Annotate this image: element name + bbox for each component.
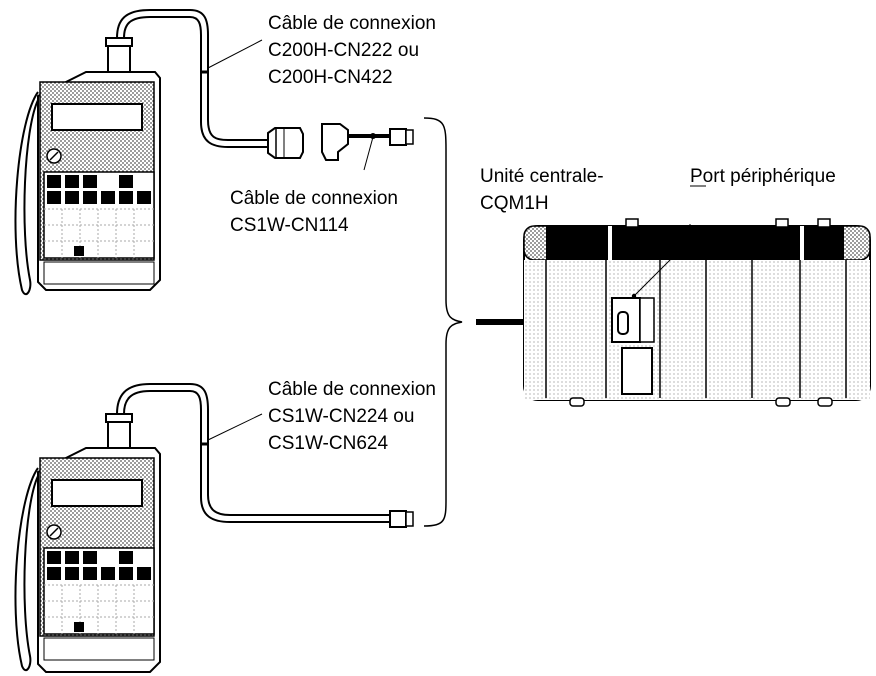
port-leader-line: [633, 239, 691, 297]
bottom-cable-label-2: CS1W-CN224 ou: [268, 406, 414, 427]
connector-top: [267, 127, 304, 159]
bottom-cable-label-3: CS1W-CN624: [268, 433, 388, 454]
cable-bottom: [116, 383, 414, 528]
top-cable-label-1: Câble de connexion: [268, 13, 436, 34]
peripheral-port-label: Port périphérique: [690, 166, 836, 187]
grouping-brace: [423, 117, 463, 527]
adapter-cable: [321, 123, 414, 171]
cable-top: [116, 9, 268, 148]
adapter-cable-label-1: Câble de connexion: [230, 188, 398, 209]
programming-console-bottom: [14, 413, 161, 673]
cpu-unit-label-1: Unité centrale-: [480, 166, 604, 187]
cpu-unit-label-2: CQM1H: [480, 193, 549, 214]
plc-unit: [523, 218, 871, 407]
top-cable-label-3: C200H-CN422: [268, 67, 393, 88]
bottom-cable-label-1: Câble de connexion: [268, 379, 436, 400]
programming-console-top: [14, 37, 161, 296]
top-cable-label-2: C200H-CN222 ou: [268, 40, 419, 61]
adapter-cable-label-2: CS1W-CN114: [230, 215, 349, 236]
